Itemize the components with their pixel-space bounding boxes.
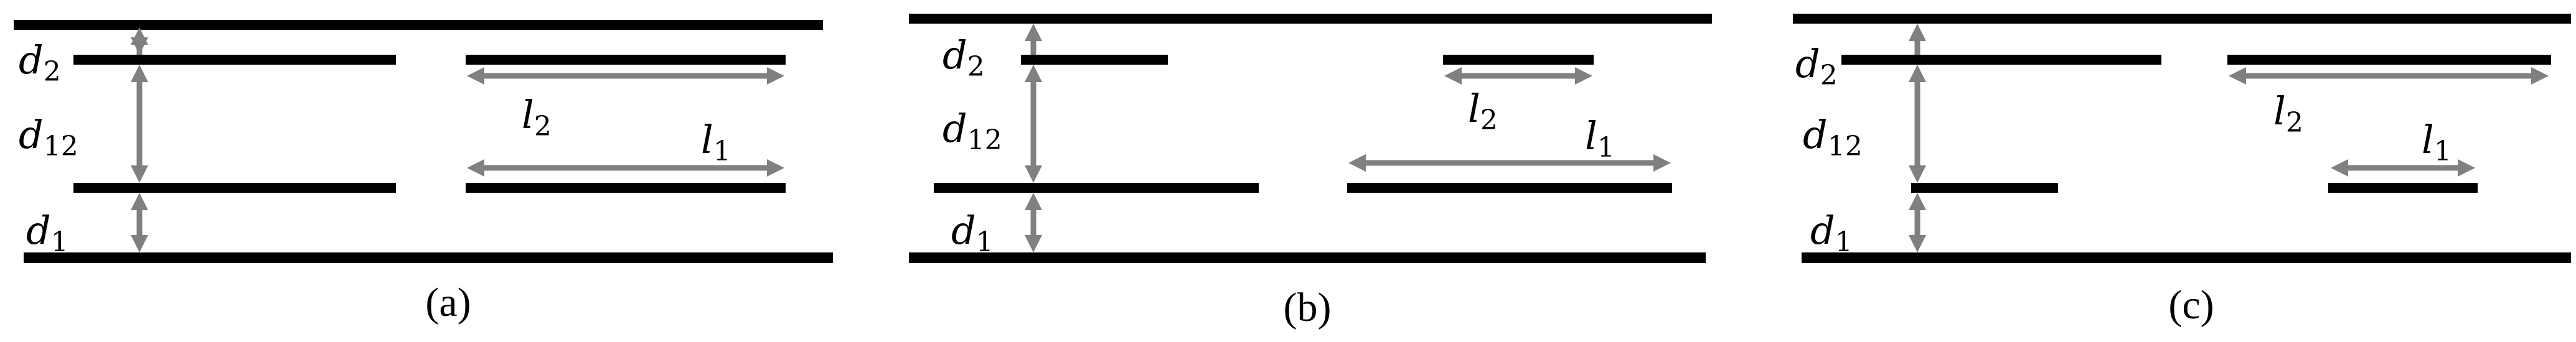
lower-strip-right — [2328, 183, 2478, 193]
d1-dimension-arrow — [1025, 193, 1042, 252]
l2-label: l2 — [1468, 86, 1498, 136]
top-ground-plane — [909, 14, 1712, 24]
d1-label: d1 — [951, 208, 994, 258]
top-ground-plane — [14, 20, 823, 30]
l1-label: l1 — [1585, 113, 1615, 164]
upper-strip-left — [1841, 55, 2161, 65]
d12-label: d12 — [942, 106, 1002, 156]
l1-label: l1 — [701, 117, 731, 167]
d12-label: d12 — [19, 112, 78, 162]
panel-a: d2 d12 d1 l2 l1 (a) — [14, 20, 833, 325]
d12-dimension-arrow — [1025, 65, 1042, 183]
l1-dimension-arrow — [2331, 159, 2475, 177]
l1-label: l1 — [2422, 117, 2451, 167]
panel-c-caption: (c) — [2168, 282, 2214, 328]
d1-dimension-arrow — [1909, 193, 1926, 252]
panel-b: d2 d12 d1 l2 l1 (b) — [909, 14, 1712, 330]
l2-dimension-arrow — [2229, 67, 2549, 85]
d2-label: d2 — [19, 37, 61, 88]
d1-dimension-arrow — [131, 193, 148, 252]
d12-label: d12 — [1803, 112, 1863, 162]
upper-strip-left — [73, 55, 396, 65]
d2-dimension-arrow — [1025, 24, 1042, 55]
lower-strip-left — [934, 183, 1259, 193]
d12-dimension-arrow — [131, 65, 148, 183]
l2-label: l2 — [2273, 88, 2303, 139]
bottom-ground-plane — [1802, 252, 2571, 263]
upper-strip-right — [466, 55, 786, 65]
d2-label: d2 — [942, 32, 985, 83]
lower-strip-right — [1347, 183, 1672, 193]
l2-dimension-arrow — [1444, 67, 1592, 85]
d2-dimension-arrow — [131, 27, 148, 55]
lower-strip-right — [466, 183, 786, 193]
panel-c: d2 d12 d1 l2 l1 (c) — [1793, 14, 2571, 328]
d1-label: d1 — [1810, 208, 1853, 258]
lower-strip-left — [1911, 183, 2058, 193]
upper-strip-left — [1021, 55, 1168, 65]
l1-dimension-arrow — [467, 159, 784, 177]
panel-a-caption: (a) — [425, 280, 471, 325]
d2-dimension-arrow — [1909, 24, 1926, 55]
bottom-ground-plane — [24, 252, 833, 263]
d12-dimension-arrow — [1909, 65, 1926, 183]
upper-strip-right — [1443, 55, 1594, 65]
l2-dimension-arrow — [467, 67, 784, 85]
top-ground-plane — [1793, 14, 2571, 24]
upper-strip-right — [2227, 55, 2551, 65]
bottom-ground-plane — [909, 252, 1706, 263]
d2-label: d2 — [1795, 41, 1838, 91]
lower-strip-left — [73, 183, 396, 193]
l2-label: l2 — [522, 92, 552, 142]
l1-dimension-arrow — [1348, 154, 1671, 172]
panel-b-caption: (b) — [1284, 285, 1332, 330]
d1-label: d1 — [26, 208, 68, 258]
